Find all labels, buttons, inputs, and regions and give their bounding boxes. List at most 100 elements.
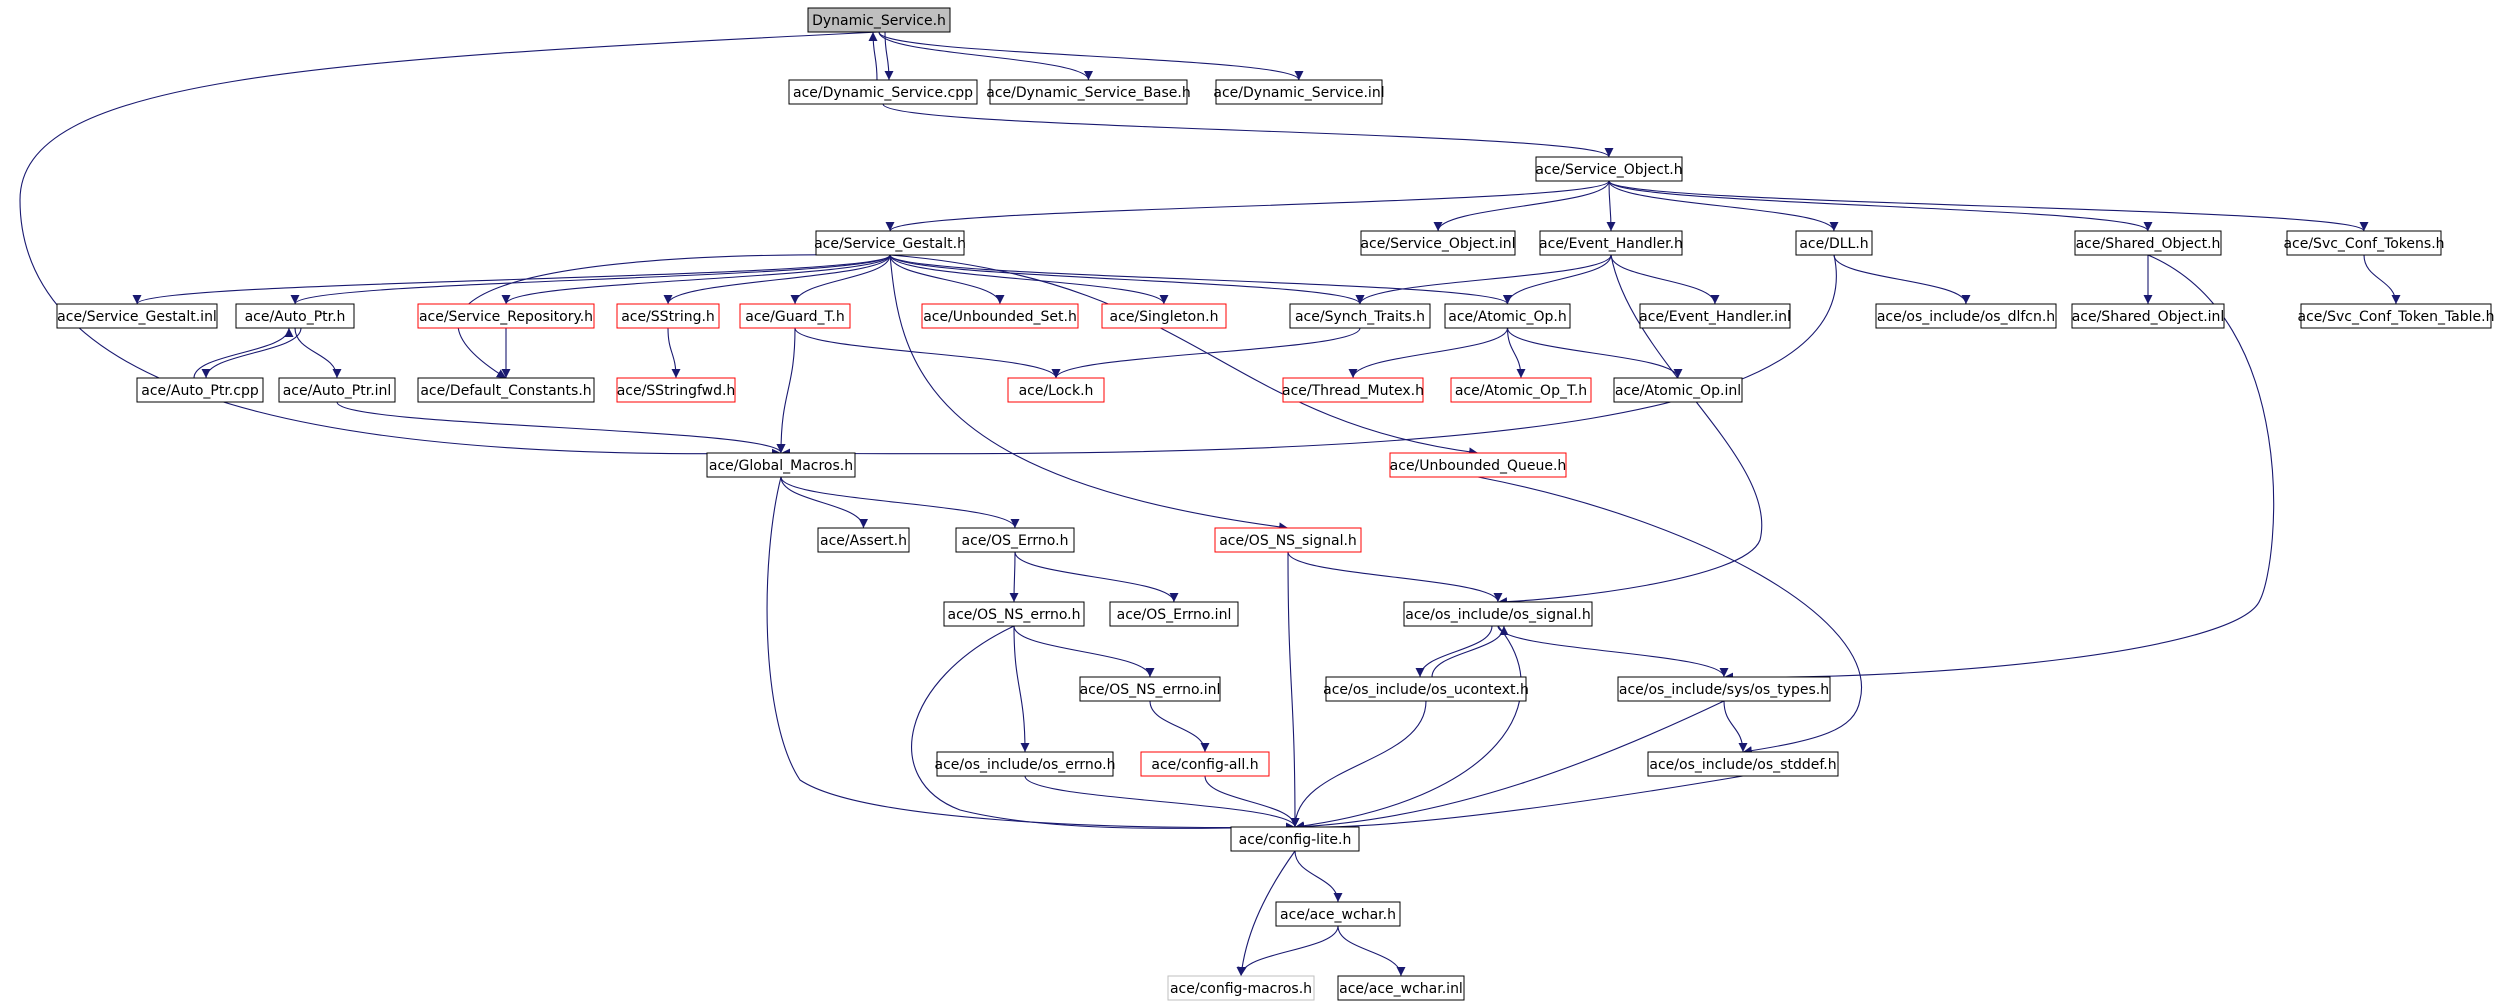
node-service-gestalt-inl[interactable]: ace/Service_Gestalt.inl [56,303,218,329]
node-os-ucontext-h[interactable]: ace/os_include/os_ucontext.h [1323,676,1529,702]
node-shared-object-inl[interactable]: ace/Shared_Object.inl [2071,303,2225,329]
node-synch-traits-h[interactable]: ace/Synch_Traits.h [1289,303,1431,329]
node-label: ace/Shared_Object.inl [2072,309,2225,325]
node-box [807,7,951,33]
file-nodes: Dynamic_Service.hace/Dynamic_Service.cpp… [56,7,2495,1001]
node-default-constants-h[interactable]: ace/Default_Constants.h [417,377,595,403]
edge-unbounded_queue_h-to-os_stddef_h [1477,476,1863,756]
node-box [955,527,1075,553]
edge-config_all_h-to-config_lite_h [1204,775,1300,828]
node-label: ace/OS_Errno.inl [1117,607,1232,623]
node-box [1403,601,1593,627]
node-config-macros-h[interactable]: ace/config-macros.h [1167,975,1315,1001]
edge-dll_h-to-global_macros_h [780,254,1837,458]
edge-os_errno_h_inc-to-config_lite_h [1024,775,1300,828]
node-config-all-h[interactable]: ace/config-all.h [1140,751,1270,777]
node-thread-mutex-h[interactable]: ace/Thread_Mutex.h [1282,377,1424,403]
node-ace-wchar-h[interactable]: ace/ace_wchar.h [1275,901,1401,927]
node-label: ace/SStringfwd.h [617,383,736,399]
edge-dynamic_service_h-to-dynamic_service_base_h [878,31,1093,81]
edge-config_lite_h-to-ace_wchar_h [1294,850,1343,903]
node-label: ace/os_include/sys/os_types.h [1619,682,1829,698]
edge-ace_wchar_h-to-ace_wchar_inl [1337,925,1406,977]
node-label: ace/Unbounded_Set.h [923,309,1077,325]
node-auto-ptr-inl[interactable]: ace/Auto_Ptr.inl [278,377,396,403]
node-singleton-h[interactable]: ace/Singleton.h [1101,303,1227,329]
node-service-object-h[interactable]: ace/Service_Object.h [1535,156,1683,182]
node-box [815,230,965,256]
edge-os_ns_errno_h-to-os_ns_errno_inl [1013,625,1155,678]
node-os-ns-signal-h[interactable]: ace/OS_NS_signal.h [1214,527,1362,553]
node-label: ace/DLL.h [1799,236,1868,252]
node-unbounded-set-h[interactable]: ace/Unbounded_Set.h [921,303,1079,329]
node-label: ace/Assert.h [820,533,907,549]
node-box [278,377,396,403]
node-label: ace/config-macros.h [1170,981,1312,997]
edge-service_object_h-to-service_gestalt_h [885,180,1610,232]
node-label: ace/Unbounded_Queue.h [1390,458,1567,474]
edge-service_gestalt_h-to-unbounded_queue_h [889,254,1479,457]
node-label: ace/Service_Object.h [1535,162,1682,178]
node-os-stddef-h[interactable]: ace/os_include/os_stddef.h [1647,751,1839,777]
node-box [1289,303,1431,329]
node-sstringfwd-h[interactable]: ace/SStringfwd.h [616,377,736,403]
node-event-handler-inl[interactable]: ace/Event_Handler.inl [1639,303,1791,329]
edge-os_ns_errno_h-to-config_lite_h [911,625,1296,832]
node-ace-wchar-inl[interactable]: ace/ace_wchar.inl [1337,975,1465,1001]
edge-service_gestalt_h-to-singleton_h [889,254,1169,305]
node-event-handler-h[interactable]: ace/Event_Handler.h [1539,230,1683,256]
node-os-errno-h-inc[interactable]: ace/os_include/os_errno.h [935,751,1116,777]
node-os-ns-errno-h[interactable]: ace/OS_NS_errno.h [943,601,1085,627]
node-label: ace/ace_wchar.inl [1339,981,1463,997]
node-assert-h[interactable]: ace/Assert.h [817,527,910,553]
node-lock-h[interactable]: ace/Lock.h [1007,377,1105,403]
edge-global_macros_h-to-os_errno_h [780,476,1020,529]
node-atomic-op-t-h[interactable]: ace/Atomic_Op_T.h [1450,377,1592,403]
node-dynamic-service-inl[interactable]: ace/Dynamic_Service.inl [1213,79,1385,105]
edge-dynamic_service_cpp-to-service_object_h [882,103,1614,158]
node-svc-conf-token-table-h[interactable]: ace/Svc_Conf_Token_Table.h [2298,303,2495,329]
node-sstring-h[interactable]: ace/SString.h [616,303,720,329]
node-unbounded-queue-h[interactable]: ace/Unbounded_Queue.h [1389,452,1567,478]
node-box [739,303,851,329]
node-box [1215,79,1383,105]
node-svc-conf-tokens-h[interactable]: ace/Svc_Conf_Tokens.h [2283,230,2445,256]
node-auto-ptr-cpp[interactable]: ace/Auto_Ptr.cpp [136,377,264,403]
node-shared-object-h[interactable]: ace/Shared_Object.h [2074,230,2222,256]
node-os-errno-inl[interactable]: ace/OS_Errno.inl [1109,601,1239,627]
node-label: ace/os_include/os_dlfcn.h [1877,309,2055,325]
node-os-signal-h[interactable]: ace/os_include/os_signal.h [1403,601,1593,627]
edge-service_gestalt_h-to-atomic_op_h [889,254,1512,305]
node-label: ace/Synch_Traits.h [1295,309,1425,325]
node-atomic-op-inl[interactable]: ace/Atomic_Op.inl [1613,377,1743,403]
edge-service_object_h-to-event_handler_h [1606,180,1616,232]
edge-atomic_op_h-to-atomic_op_inl [1506,327,1683,379]
node-os-dlfcn-h[interactable]: ace/os_include/os_dlfcn.h [1875,303,2057,329]
edge-global_macros_h-to-config_lite_h [766,476,1296,832]
node-guard-t-h[interactable]: ace/Guard_T.h [739,303,851,329]
edge-atomic_op_h-to-thread_mutex_h [1348,327,1509,379]
edge-auto_ptr_cpp-to-auto_ptr_h [193,327,294,379]
node-config-lite-h[interactable]: ace/config-lite.h [1230,826,1360,852]
edge-auto_ptr_h-to-auto_ptr_cpp [201,327,302,379]
node-service-gestalt-h[interactable]: ace/Service_Gestalt.h [814,230,966,256]
node-sys-os-types-h[interactable]: ace/os_include/sys/os_types.h [1617,676,1831,702]
node-dynamic-service-base-h[interactable]: ace/Dynamic_Service_Base.h [986,79,1191,105]
edge-os_ns_errno_h-to-os_errno_h_inc [1013,625,1030,753]
node-service-object-inl[interactable]: ace/Service_Object.inl [1360,230,1516,256]
node-label: ace/Event_Handler.inl [1639,309,1791,325]
node-label: ace/Auto_Ptr.inl [283,383,392,399]
node-os-errno-h[interactable]: ace/OS_Errno.h [955,527,1075,553]
node-label: ace/Service_Repository.h [419,309,593,325]
node-atomic-op-h[interactable]: ace/Atomic_Op.h [1444,303,1571,329]
node-os-ns-errno-inl[interactable]: ace/OS_NS_errno.inl [1079,676,1221,702]
node-box [235,303,355,329]
node-dll-h[interactable]: ace/DLL.h [1795,230,1873,256]
node-box [1167,975,1315,1001]
node-label: ace/Service_Gestalt.h [814,236,966,252]
node-box [56,303,218,329]
node-auto-ptr-h[interactable]: ace/Auto_Ptr.h [235,303,355,329]
node-dynamic-service-cpp[interactable]: ace/Dynamic_Service.cpp [788,79,978,105]
node-service-repository-h[interactable]: ace/Service_Repository.h [417,303,595,329]
node-global-macros-h[interactable]: ace/Global_Macros.h [706,452,856,478]
